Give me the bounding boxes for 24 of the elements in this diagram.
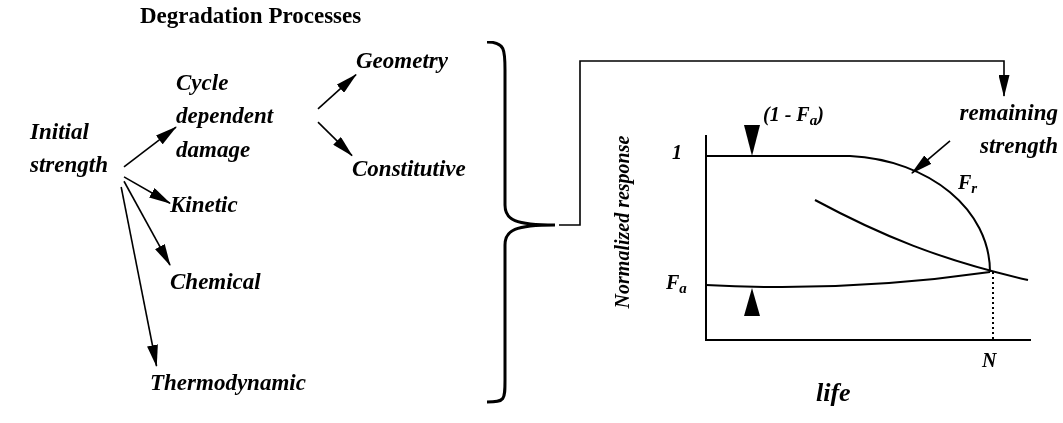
arrow [123, 126, 177, 168]
process-label: Geometry [356, 44, 482, 78]
axis-label: N [982, 350, 998, 373]
process-label: Initial strength [30, 115, 124, 182]
axis-label: Normalized response [612, 134, 635, 311]
process-label: Cycle dependent damage [176, 66, 318, 167]
arrow [120, 186, 158, 367]
axis-label: 1 [672, 142, 683, 165]
process-label: Kinetic [170, 188, 268, 222]
axis-label: life [816, 380, 852, 409]
arrow [123, 176, 171, 205]
diagram-title: Degradation Processes [140, 2, 362, 30]
arrow [911, 140, 951, 174]
process-label: Thermodynamic [150, 366, 368, 400]
arrow [317, 121, 353, 157]
axis-label: F$_{a}$ [666, 272, 688, 298]
process-label: Constitutive [352, 152, 470, 186]
arrow [558, 60, 1010, 226]
process-label: Chemical [170, 265, 300, 299]
axis-label: F$_{r}$ [958, 172, 979, 198]
axis-label: (1 - F$_{a}$) [763, 104, 825, 130]
process-label: remaining strength [950, 96, 1058, 163]
arrow [123, 180, 171, 266]
arrow [317, 73, 357, 110]
